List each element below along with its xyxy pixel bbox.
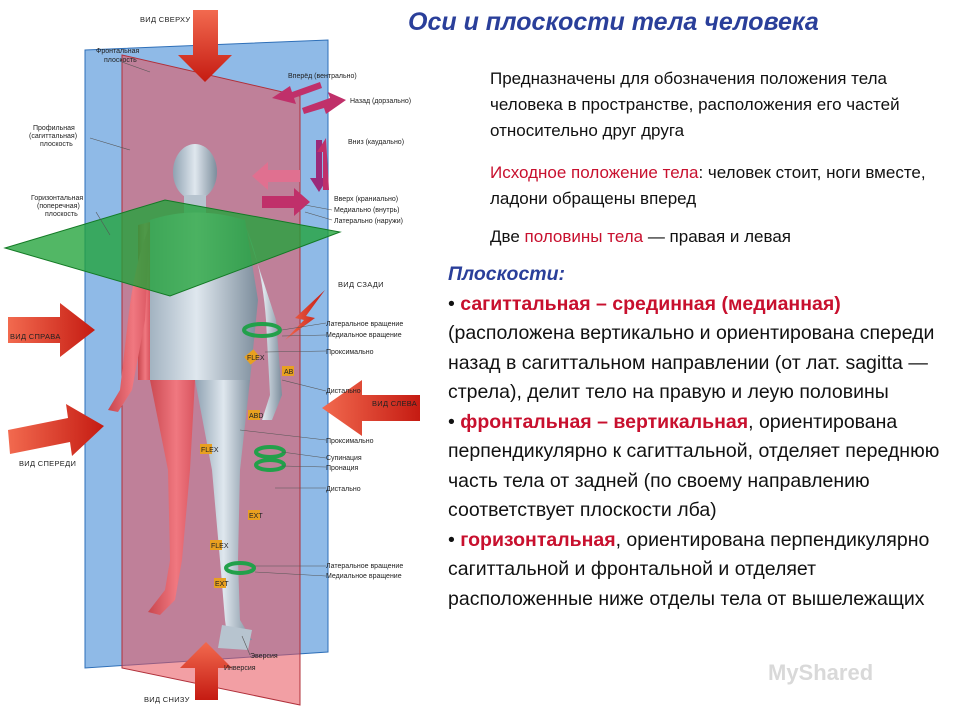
label-view-top: ВИД СВЕРХУ [140,15,190,24]
label-view-right: ВИД СПРАВА [10,332,61,341]
label-up: Вверх (краниально) [334,196,398,203]
label-horizontal-1: Горизонтальная [31,195,83,202]
plane-text-frontal: , ориентирована перпендикулярно к сагитт… [448,410,940,522]
halves-paragraph: Две половины тела — правая и левая [490,224,950,250]
plane-name-sagittal: сагиттальная – срединная (медианная) [460,292,841,315]
arrow-forward-icon [272,82,322,104]
planes-title: Плоскости: [448,263,566,285]
label-eversion: Эверсия [250,653,278,660]
joint-tag: EXT [249,513,263,520]
halves-post: — правая и левая [643,227,791,246]
pose-text: : человек стоит, ноги вместе, ладони обр… [490,163,926,208]
arrow-from-right-icon [8,303,95,357]
label-proximal-1: Проксимально [326,349,374,356]
label-down: Вниз (каудально) [348,139,404,146]
label-supination: Супинация [326,455,362,462]
arrow-from-left-icon [322,380,420,436]
plane-text-horizontal: , ориентирована перпендикулярно сагиттал… [448,528,930,610]
joint-tag: AB [284,369,294,376]
label-inversion: Инверсия [224,665,256,672]
arrow-from-front-icon [8,404,104,456]
label-lat-rotation-1: Латеральное вращение [326,321,403,328]
label-profile-3: плоскость [40,141,73,148]
bullet: • [448,410,455,433]
label-distal-1: Дистально [326,388,361,395]
joint-tag: ABD [249,413,263,420]
label-backward: Назад (дорзально) [350,98,411,105]
page-title: Оси и плоскости тела человека [408,8,819,36]
direction-arrows [252,82,346,216]
label-profile-2: (сагиттальная) [29,133,77,140]
label-view-front: ВИД СПЕРЕДИ [19,459,76,468]
joint-tag: EXT [215,581,229,588]
plane-name-frontal: фронтальная – вертикальная [460,410,749,433]
label-horizontal-2: (поперечная) [37,203,80,210]
arrow-from-back-icon [285,290,325,340]
label-forward: Вперёд (вентрально) [288,73,357,80]
intro-text: Предназначены для обозначения положения … [490,69,900,140]
joint-tag: FLEX [211,543,229,550]
joint-tags: FLEX AB ABD FLEX EXT FLEX EXT [200,349,294,588]
label-pronation: Пронация [326,465,358,472]
arrow-lateral-icon [262,188,310,216]
label-med-rotation-1: Медиальное вращение [326,332,402,339]
label-distal-2: Дистально [326,486,361,493]
label-proximal-2: Проксимально [326,438,374,445]
joint-tag: FLEX [247,355,265,362]
label-horizontal-3: плоскость [45,211,78,218]
horizontal-plane [3,199,342,297]
plane-text-sagittal: (расположена вертикально и ориентирована… [448,322,935,403]
label-view-left: ВИД СЛЕВА [372,399,417,408]
leader-lines [89,61,333,656]
label-profile-1: Профильная [33,125,75,132]
label-lateral: Латерально (наружи) [334,218,403,225]
pose-label: Исходное положение тела [490,163,699,182]
label-view-back: ВИД СЗАДИ [338,280,384,289]
bullet: • [448,528,455,551]
label-medial: Медиально (внутрь) [334,207,399,214]
halves-pre: Две [490,227,525,246]
arrow-from-top-icon [178,10,232,82]
arrow-up-icon [317,138,329,190]
plane-item-frontal: • фронтальная – вертикальная, ориентиров… [448,408,948,526]
plane-name-horizontal: горизонтальная [460,528,616,551]
arrow-from-bottom-icon [180,642,232,700]
halves-label: половины тела [524,227,644,246]
bullet: • [448,292,455,315]
arrow-backward-icon [302,92,346,114]
label-lat-rotation-2: Латеральное вращение [326,563,403,570]
joint-tag: FLEX [201,447,219,454]
arrow-medial-icon [252,162,300,190]
pose-paragraph: Исходное положение тела: человек стоит, … [490,160,950,212]
label-med-rotation-2: Медиальное вращение [326,573,402,580]
plane-item-horizontal: • горизонтальная, ориентирована перпенди… [448,526,948,615]
plane-item-sagittal: • сагиттальная – срединная (медианная) (… [448,290,948,408]
label-frontal-1: Фронтальная [96,48,139,55]
planes-section: Плоскости: • сагиттальная – срединная (м… [448,260,948,614]
label-view-bottom: ВИД СНИЗУ [144,695,190,704]
label-frontal-2: плоскость [104,57,137,64]
anatomy-figure: FLEX AB ABD FLEX EXT FLEX EXT ВИД СВЕРХУ… [3,10,420,706]
watermark: MyShared [768,660,874,685]
